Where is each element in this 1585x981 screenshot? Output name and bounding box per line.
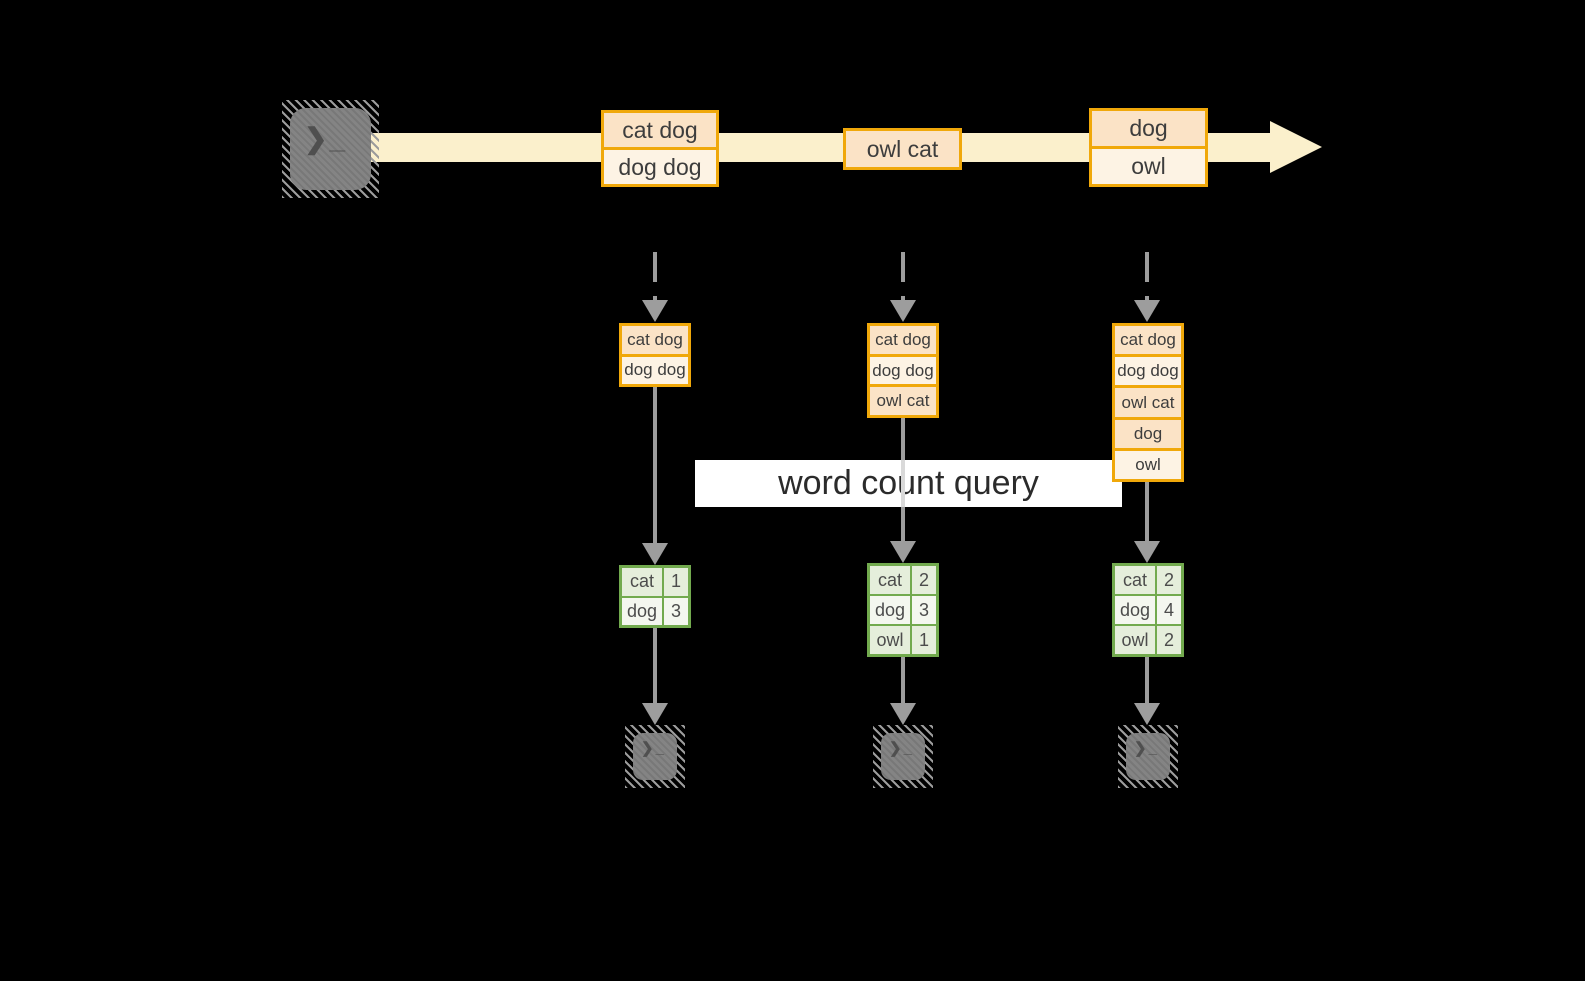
terminal-screen: ❯_: [1126, 733, 1170, 780]
terminal-sink-icon-2: ❯_: [873, 725, 933, 788]
terminal-screen: ❯_: [633, 733, 677, 780]
buffer-line: owl cat: [870, 387, 936, 416]
arrow-head: [1134, 703, 1160, 725]
count-table-3: cat 2 dog 4 owl 2: [1112, 563, 1184, 657]
dashed-arrow-line: [1145, 252, 1149, 302]
terminal-screen: ❯_: [881, 733, 925, 780]
arrow-line: [1145, 657, 1149, 703]
dashed-arrow-head: [890, 300, 916, 322]
message-line: owl cat: [846, 131, 959, 167]
arrow-line: [901, 657, 905, 703]
count-value: 2: [912, 566, 936, 594]
buffer-line: cat dog: [870, 326, 936, 354]
message-line: cat dog: [604, 113, 716, 147]
arrow-head: [890, 703, 916, 725]
dashed-arrow-line: [653, 252, 657, 302]
count-value: 4: [1157, 596, 1181, 624]
count-word: cat: [870, 566, 910, 594]
count-word: dog: [1115, 596, 1155, 624]
buffer-line: dog dog: [870, 356, 936, 385]
arrow-head: [642, 543, 668, 565]
arrow-head: [642, 703, 668, 725]
message-line: dog dog: [604, 150, 716, 184]
stream-message-2: owl cat: [843, 128, 962, 170]
terminal-sink-icon-1: ❯_: [625, 725, 685, 788]
terminal-prompt-glyph: ❯_: [1134, 740, 1159, 757]
stream-arrowhead: [1270, 121, 1322, 173]
count-value: 2: [1157, 626, 1181, 654]
dashed-arrow-head: [1134, 300, 1160, 322]
message-line: owl: [1092, 149, 1205, 184]
count-word: cat: [1115, 566, 1155, 594]
stream-message-1: cat dog dog dog: [601, 110, 719, 187]
arrow-line: [653, 628, 657, 703]
arrow-head: [890, 541, 916, 563]
terminal-prompt-glyph: ❯_: [304, 123, 348, 154]
terminal-source-icon: ❯_: [282, 100, 379, 198]
message-line: dog: [1092, 111, 1205, 146]
buffer-line: dog: [1115, 419, 1181, 448]
buffer-line: owl: [1115, 450, 1181, 480]
buffer-line: dog dog: [1115, 357, 1181, 386]
query-label: word count query: [695, 460, 1122, 507]
arrow-line: [653, 387, 657, 543]
count-word: dog: [870, 596, 910, 624]
buffer-line: cat dog: [1115, 326, 1181, 355]
count-word: owl: [1115, 626, 1155, 654]
buffer-stack-2: cat dog dog dog owl cat: [867, 323, 939, 418]
count-table-1: cat 1 dog 3: [619, 565, 691, 628]
buffer-line: dog dog: [622, 356, 688, 384]
terminal-prompt-glyph: ❯_: [889, 740, 914, 757]
arrow-head: [1134, 541, 1160, 563]
buffer-stack-3: cat dog dog dog owl cat dog owl: [1112, 323, 1184, 482]
count-word: dog: [622, 597, 662, 625]
arrow-line-through-label: [901, 460, 905, 507]
dashed-arrow-head: [642, 300, 668, 322]
count-word: cat: [622, 568, 662, 596]
arrow-line: [1145, 482, 1149, 541]
buffer-line: owl cat: [1115, 388, 1181, 417]
count-table-2: cat 2 dog 3 owl 1: [867, 563, 939, 657]
stream-message-3: dog owl: [1089, 108, 1208, 187]
count-value: 2: [1157, 566, 1181, 594]
count-value: 3: [664, 597, 688, 625]
terminal-prompt-glyph: ❯_: [641, 740, 666, 757]
terminal-screen: ❯_: [290, 108, 371, 190]
count-value: 1: [912, 626, 936, 654]
buffer-stack-1: cat dog dog dog: [619, 323, 691, 387]
count-word: owl: [870, 626, 910, 654]
dashed-arrow-line: [901, 252, 905, 302]
buffer-line: cat dog: [622, 326, 688, 354]
terminal-sink-icon-3: ❯_: [1118, 725, 1178, 788]
count-value: 1: [664, 568, 688, 596]
count-value: 3: [912, 596, 936, 624]
